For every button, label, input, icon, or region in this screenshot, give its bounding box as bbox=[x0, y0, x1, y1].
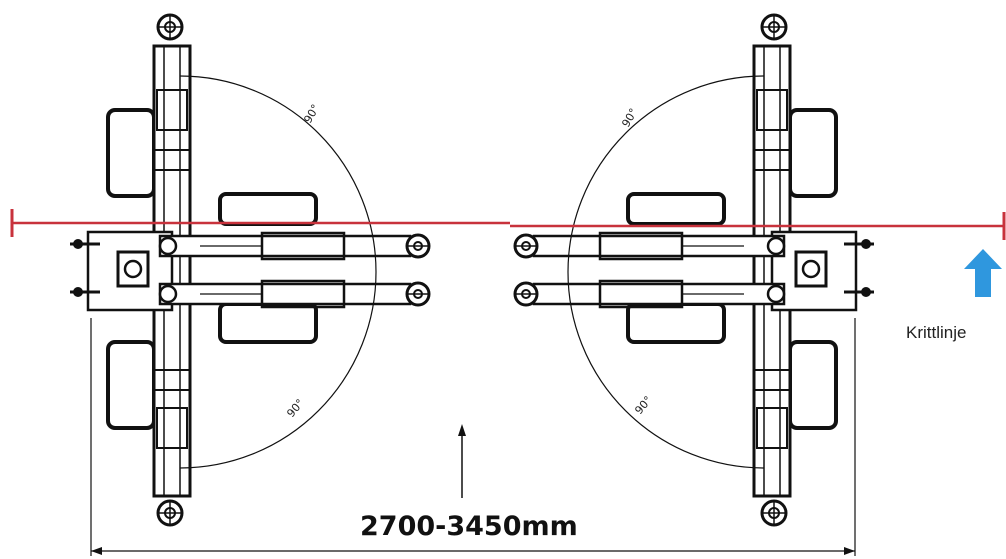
left-post-assembly bbox=[70, 15, 429, 525]
center-indicator-arrow bbox=[458, 424, 466, 498]
dimension-line bbox=[90, 318, 856, 556]
angle-label-top-right: 90° bbox=[619, 106, 640, 129]
angle-label-bottom-right: 90° bbox=[632, 394, 654, 417]
angle-label-bottom-left: 90° bbox=[284, 397, 306, 420]
chalk-line bbox=[10, 209, 1006, 240]
angle-label-top-left: 90° bbox=[301, 102, 322, 125]
right-post-assembly bbox=[515, 15, 874, 525]
chalk-line-label: Krittlinje bbox=[906, 323, 966, 342]
chalk-line-arrow-icon bbox=[964, 249, 1002, 297]
dimension-label: 2700-3450mm bbox=[360, 511, 578, 542]
